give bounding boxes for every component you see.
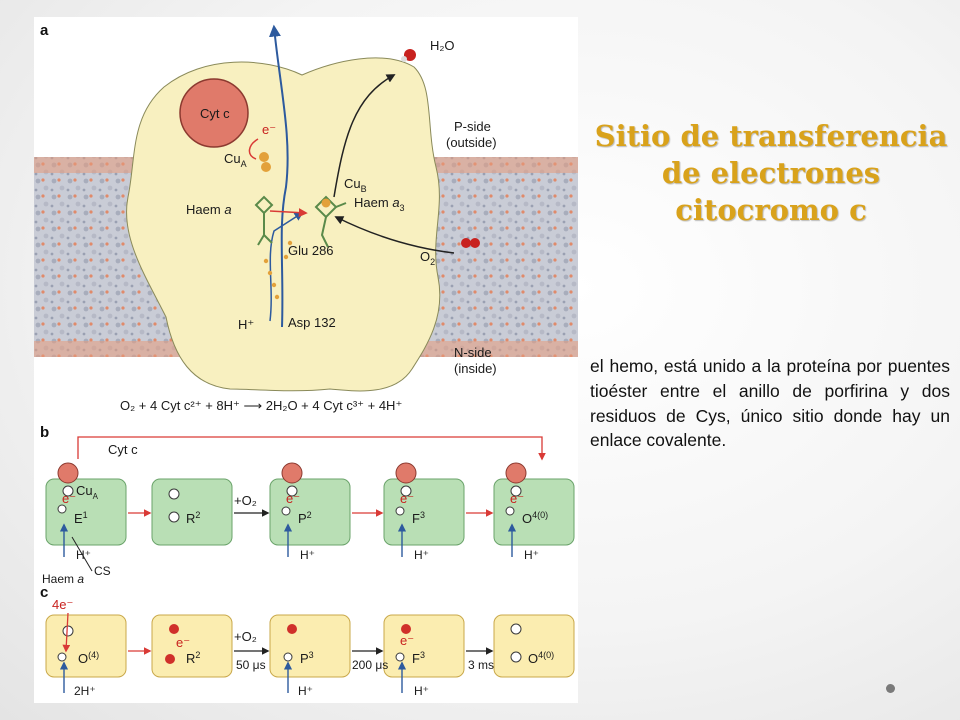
electron-to-a3-arrow [269,208,308,218]
proton-input-arrows-b [59,523,517,557]
electron-b-label: e⁻ [400,491,414,506]
metal-sites-c [57,623,522,664]
electron-c-label: e⁻ [176,635,190,650]
state-box-o40c [493,614,575,678]
slide-title: Sitio de transferencia de electrones cit… [590,118,952,229]
slide-bullet-dot [886,684,895,693]
state-label-o4c: O(4) [78,650,99,666]
two-h-plus: 2H⁺ [74,684,96,698]
o2-molecule-icon [470,238,480,248]
cytc-sphere [179,78,249,148]
electron-input-arrows-c [62,612,71,653]
o2-entry-arrow [334,216,455,254]
h2o-molecule-icon [404,49,416,61]
water-exit-arrow [333,74,396,198]
electron-b-label: e⁻ [62,491,76,506]
state-label-o40c: O4(0) [528,650,554,666]
electron-path [248,138,259,160]
state-label-f3c: F3 [412,650,425,666]
h-plus-c: H⁺ [414,684,429,698]
h-plus-b: H⁺ [76,548,91,562]
state-box-p3 [269,614,351,678]
state-label-o4: O4(0) [522,510,548,526]
cs-label: CS [94,564,111,578]
p-side-label: P-side [454,119,491,134]
proton-label: H⁺ [238,317,254,332]
n-side-sub-label: (inside) [454,361,497,376]
panel-b-letter: b [40,424,49,441]
state-label-e1: E1 [74,510,88,526]
h-plus-c: H⁺ [298,684,313,698]
cua-label: CuA [224,151,247,169]
state-label-p2: P2 [298,510,312,526]
slide-title-line: citocromo c [675,193,867,227]
electron-c-label: e⁻ [400,633,414,648]
time-label: 50 μs [236,658,266,672]
cua-b-label: CuA [76,483,99,501]
glu286-label: Glu 286 [288,243,334,258]
cub-atom-icon [321,198,331,208]
electron-b-label: e⁻ [286,491,300,506]
electron-label: e⁻ [262,122,276,137]
o2-molecule-icon [461,238,471,248]
h-plus-b: H⁺ [414,548,429,562]
plus-o2-b: +O₂ [234,493,257,508]
h-plus-b: H⁺ [300,548,315,562]
n-side-label: N-side [454,345,492,360]
slide-title-line: Sitio de transferencia [594,119,948,153]
haem-a-label: Haem a [186,202,232,217]
state-box-o4c [45,614,127,678]
haem-a3-label: Haem a3 [354,195,405,213]
haem-a-structure [254,195,274,246]
cua-atom-icon [261,162,271,172]
cs-pointer [71,536,93,572]
d-pathway-arrow [269,212,304,322]
cytc-b-label: Cyt c [108,442,138,457]
plus-o2-c: +O₂ [234,629,257,644]
water-chain-dots [263,240,293,300]
figure-svg: a Cyt c H₂O e⁻ CuA CuB Haem a Haem a3 Gl… [34,22,578,698]
cub-label: CuB [344,176,367,194]
time-label: 200 μs [352,658,388,672]
cytc-bubbles [57,462,527,484]
four-electrons-label: 4e⁻ [52,597,73,612]
cycle-return-arrow [77,436,546,461]
p-side-area [426,97,578,157]
state-label-f3: F3 [412,510,425,526]
electron-b-label: e⁻ [510,491,524,506]
cytochrome-oxidase-figure: a Cyt c H₂O e⁻ CuA CuB Haem a Haem a3 Gl… [34,17,578,703]
h2o-label: H₂O [430,38,455,53]
reaction-equation: O₂ + 4 Cyt c²⁺ + 8H⁺ ⟶ 2H₂O + 4 Cyt c³⁺ … [120,398,402,413]
n-side-area [426,357,578,401]
slide-title-line: de electrones [661,156,881,190]
state-box-r2c [151,614,233,678]
p-side-sub-label: (outside) [446,135,497,150]
proton-input-arrows-c [59,661,407,693]
state-label-p3: P3 [300,650,314,666]
asp132-label: Asp 132 [288,315,336,330]
panel-a-letter: a [40,22,49,39]
slide-body-text: el hemo, está unido a la proteína por pu… [590,356,950,451]
cytc-label: Cyt c [200,106,230,121]
proton-pumping-arrow [268,24,289,328]
time-label: 3 ms [468,658,494,672]
panel-c-boxes [45,614,575,678]
metal-sites [57,485,522,523]
o2-label: O2 [420,249,435,267]
cua-atom-icon [259,152,269,162]
h-plus-b: H⁺ [524,548,539,562]
state-label-r2: R2 [186,510,200,526]
state-label-r2c: R2 [186,650,200,666]
haem-a-b-label: Haem a [42,572,84,586]
h2o-h-atom [401,56,407,62]
state-box-f3c [383,614,465,678]
panel-c-letter: c [40,584,48,601]
